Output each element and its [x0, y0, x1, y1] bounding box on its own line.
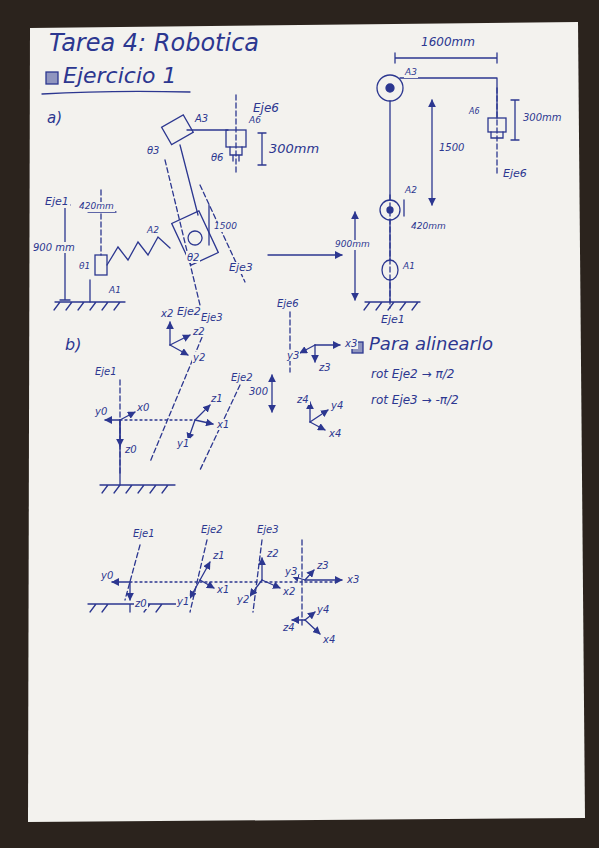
handwritten-label: x1 [216, 584, 230, 595]
handwritten-label: x4 [328, 428, 342, 439]
handwritten-label: 420mm [78, 202, 115, 212]
handwritten-label: z1 [210, 393, 224, 404]
handwritten-label: z0 [124, 444, 138, 455]
handwritten-label: Eje1 [94, 366, 118, 377]
handwritten-label: θ1 [78, 262, 91, 272]
handwritten-label: A3 [194, 113, 209, 124]
handwritten-label: 1500 [438, 142, 465, 153]
handwritten-label: y3 [286, 350, 300, 361]
handwritten-label: z4 [296, 394, 310, 405]
handwritten-label: Ejercicio 1 [62, 64, 177, 88]
handwritten-label: 900 mm [32, 242, 76, 253]
ink-drawing [42, 53, 519, 634]
handwritten-label: Eje1 [44, 196, 70, 208]
handwritten-label: y4 [316, 604, 330, 615]
handwritten-label: Eje2 [200, 524, 224, 535]
handwritten-label: 300mm [268, 142, 320, 156]
handwritten-label: rot Eje3 → -π/2 [370, 394, 460, 407]
handwritten-label: z0 [134, 598, 148, 609]
handwritten-label: z4 [282, 622, 296, 633]
handwritten-label: x0 [136, 402, 150, 413]
handwritten-label: 420mm [410, 222, 447, 232]
handwritten-label: z2 [266, 548, 280, 559]
handwritten-label: b) [64, 336, 82, 354]
handwritten-label: 300 [248, 386, 269, 397]
paper-sheet [28, 22, 585, 822]
handwritten-label: y3 [284, 566, 298, 577]
handwritten-label: y0 [94, 406, 108, 417]
handwritten-label: z2 [192, 326, 206, 337]
handwritten-label: θ2 [186, 252, 200, 263]
handwritten-label: x1 [216, 419, 230, 430]
handwritten-label: x2 [282, 586, 296, 597]
handwritten-label: Eje3 [200, 312, 224, 323]
handwritten-label: A1 [108, 286, 122, 296]
handwritten-label: y1 [176, 438, 190, 449]
handwritten-label: Eje2 [230, 372, 254, 383]
handwritten-label: rot Eje2 → π/2 [370, 368, 455, 381]
handwritten-label: A6 [468, 108, 481, 117]
handwritten-label: A3 [404, 68, 418, 78]
handwritten-label: θ3 [146, 145, 160, 156]
handwritten-label: y2 [192, 352, 206, 363]
handwritten-label: y1 [176, 596, 190, 607]
handwritten-label: Eje3 [256, 524, 280, 535]
handwritten-label: x3 [344, 338, 358, 349]
handwritten-label: y0 [100, 570, 114, 581]
handwritten-label: x2 [160, 308, 174, 319]
handwritten-label: A2 [146, 226, 160, 236]
page-title: Tarea 4: Robotica [48, 30, 260, 56]
handwritten-label: z1 [212, 550, 226, 561]
handwritten-label: Eje6 [502, 168, 528, 180]
handwritten-label: Eje1 [132, 528, 156, 539]
handwritten-label: Eje6 [276, 298, 300, 309]
handwritten-label: A6 [248, 116, 262, 126]
handwritten-label: 900mm [334, 240, 371, 250]
handwritten-label: x4 [322, 634, 336, 645]
handwritten-label: 1500 [213, 222, 238, 232]
handwritten-label: x3 [346, 574, 360, 585]
handwritten-label: Eje6 [252, 102, 280, 115]
handwritten-label: A2 [404, 186, 418, 196]
handwritten-label: Eje3 [228, 262, 254, 274]
handwritten-label: y2 [236, 594, 250, 605]
handwritten-label: z3 [318, 362, 332, 373]
handwritten-label: Eje1 [380, 314, 406, 326]
handwritten-label: A1 [402, 262, 416, 272]
handwritten-label: 300mm [522, 112, 563, 123]
handwritten-label: y4 [330, 400, 344, 411]
handwritten-label: θ6 [210, 152, 224, 163]
handwritten-label: Para alinearlo [368, 334, 494, 354]
handwritten-label: a) [46, 110, 63, 127]
handwritten-label: Eje2 [176, 306, 202, 318]
handwritten-label: 1600mm [420, 36, 476, 49]
handwritten-label: z3 [316, 560, 330, 571]
